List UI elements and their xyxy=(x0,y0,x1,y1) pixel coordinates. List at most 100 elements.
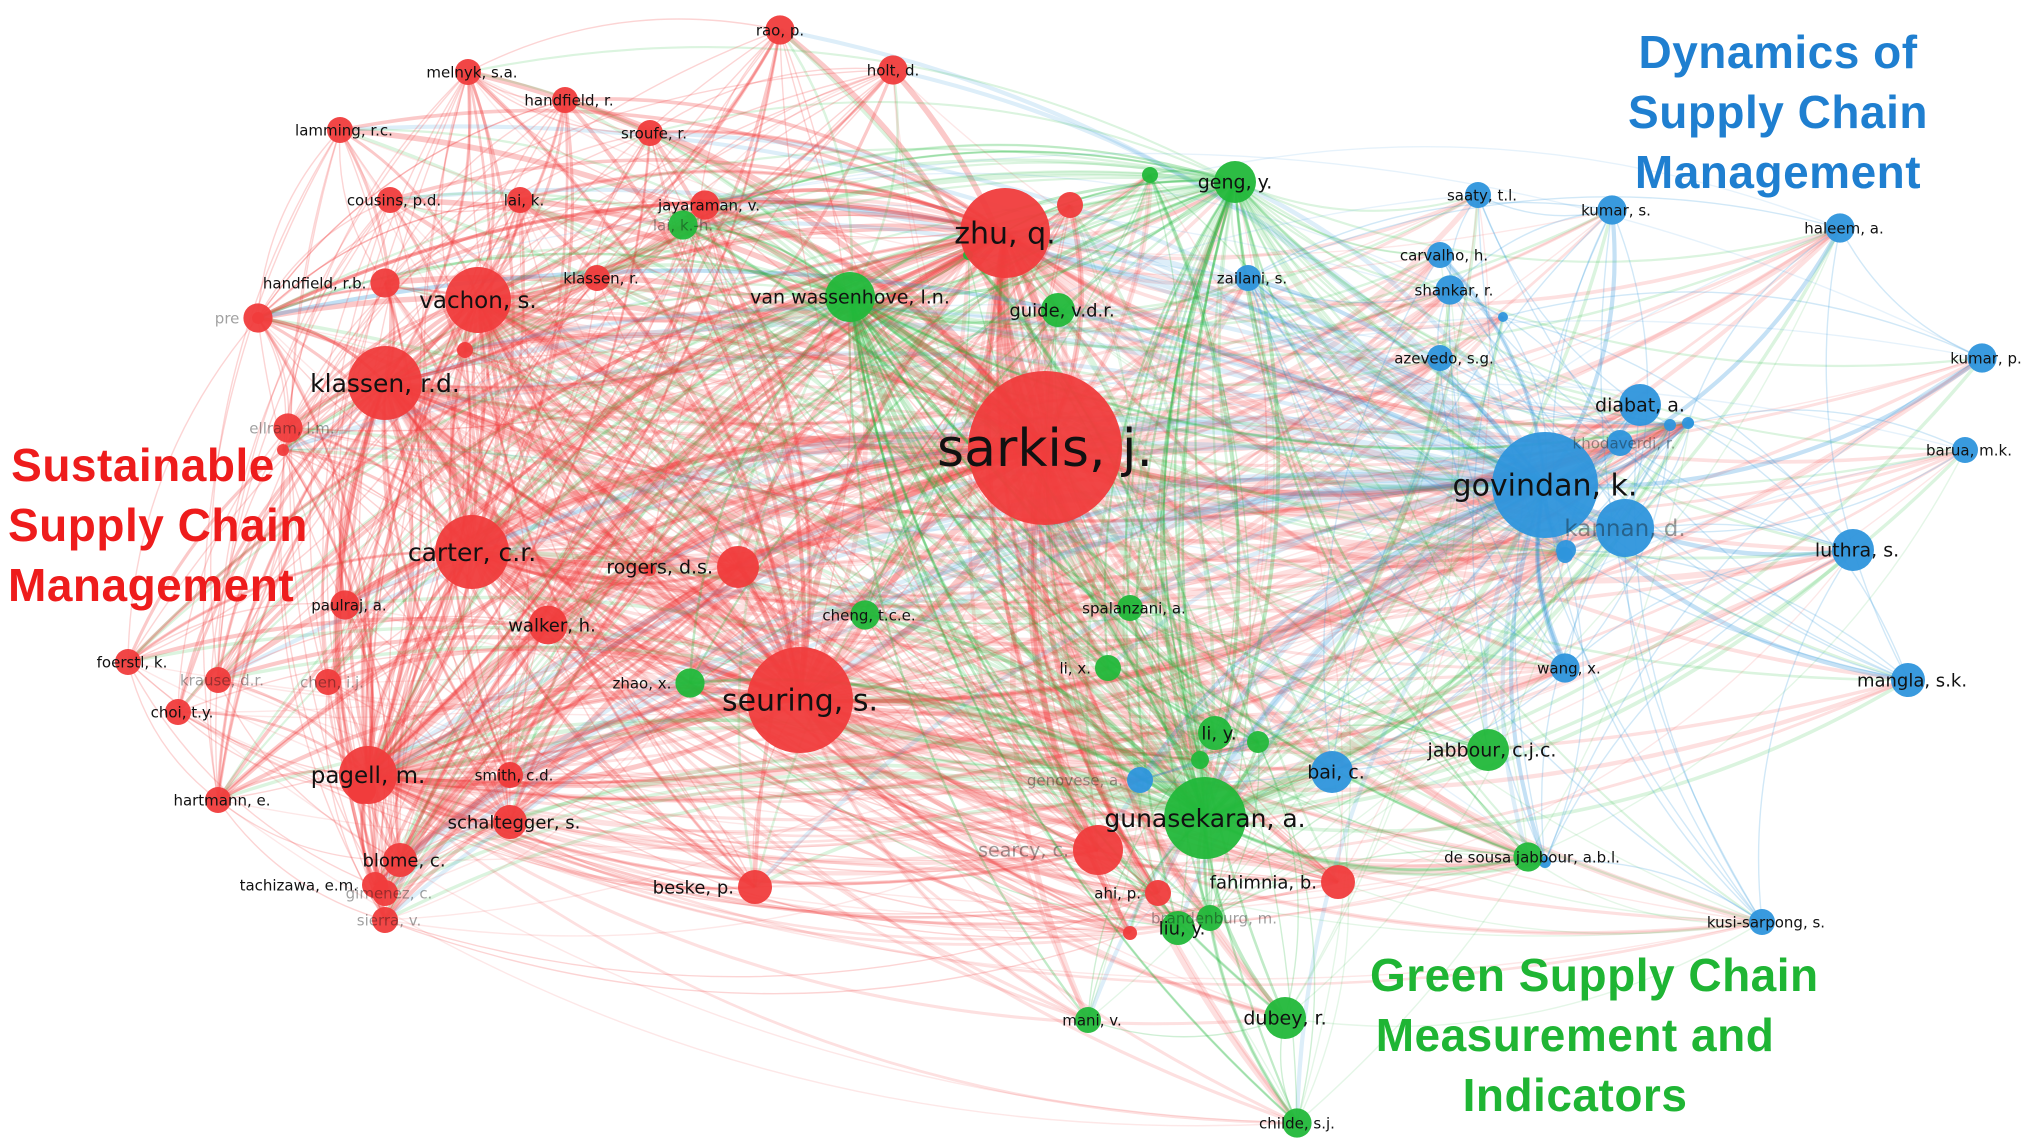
network-node[interactable] xyxy=(1832,529,1874,571)
network-node[interactable] xyxy=(1607,430,1633,456)
network-node[interactable] xyxy=(1311,751,1353,793)
network-node[interactable] xyxy=(1825,213,1855,243)
network-node[interactable] xyxy=(205,787,231,813)
network-node[interactable] xyxy=(1321,865,1355,899)
network-node[interactable] xyxy=(1619,384,1661,426)
network-node[interactable] xyxy=(1282,1108,1312,1138)
network-node[interactable] xyxy=(1041,293,1075,327)
network-node[interactable] xyxy=(1427,345,1453,371)
network-node[interactable] xyxy=(1145,880,1171,906)
network-node[interactable] xyxy=(273,413,303,443)
network-edge xyxy=(798,479,1546,703)
network-node[interactable] xyxy=(1686,419,1694,427)
network-node[interactable] xyxy=(878,55,908,85)
network-node[interactable] xyxy=(372,880,398,906)
network-node[interactable] xyxy=(1749,909,1775,935)
network-node[interactable] xyxy=(1164,777,1246,859)
network-node[interactable] xyxy=(277,444,289,456)
network-node[interactable] xyxy=(1142,167,1158,183)
network-node[interactable] xyxy=(690,190,720,220)
network-node[interactable] xyxy=(1891,663,1925,697)
node-label: carter, c.r. xyxy=(408,538,536,567)
network-node[interactable] xyxy=(1498,312,1508,322)
network-node[interactable] xyxy=(1235,265,1261,291)
network-node[interactable] xyxy=(1127,767,1153,793)
network-edge xyxy=(477,298,1569,670)
node-label: sarkis, j. xyxy=(937,419,1153,479)
network-node[interactable] xyxy=(738,870,772,904)
network-node[interactable] xyxy=(1191,751,1209,769)
network-node[interactable] xyxy=(1073,825,1123,875)
network-node[interactable] xyxy=(445,267,511,333)
network-node[interactable] xyxy=(668,210,698,240)
network-edge xyxy=(476,299,1131,935)
network-node[interactable] xyxy=(507,187,533,213)
network-edge xyxy=(384,203,702,385)
network-node[interactable] xyxy=(717,546,759,588)
network-edge xyxy=(367,441,1621,785)
network-node[interactable] xyxy=(1435,275,1465,305)
network-node[interactable] xyxy=(1467,729,1509,771)
network-node[interactable] xyxy=(370,268,400,298)
network-node[interactable] xyxy=(1556,540,1576,560)
network-node[interactable] xyxy=(457,342,473,358)
network-node[interactable] xyxy=(850,600,880,630)
network-node[interactable] xyxy=(765,15,795,45)
network-node[interactable] xyxy=(1597,195,1627,225)
network-node[interactable] xyxy=(644,564,656,576)
node-label: klassen, r. xyxy=(563,269,639,287)
network-node[interactable] xyxy=(455,59,481,85)
network-node[interactable] xyxy=(165,699,191,725)
network-node[interactable] xyxy=(825,272,875,322)
network-node[interactable] xyxy=(675,668,705,698)
network-edge xyxy=(509,204,1071,776)
network-edge xyxy=(367,482,1547,789)
network-edge xyxy=(367,209,1613,777)
network-node[interactable] xyxy=(1550,653,1580,683)
network-node[interactable] xyxy=(747,647,853,753)
network-node[interactable] xyxy=(1513,842,1543,872)
network-edge xyxy=(471,448,1966,642)
network-node[interactable] xyxy=(330,590,360,620)
network-node[interactable] xyxy=(493,805,527,839)
network-node[interactable] xyxy=(1197,905,1223,931)
network-node[interactable] xyxy=(1057,192,1083,218)
network-node[interactable] xyxy=(1967,343,1997,373)
network-edge xyxy=(360,298,480,776)
network-node[interactable] xyxy=(968,371,1122,525)
network-node[interactable] xyxy=(1427,242,1453,268)
network-node[interactable] xyxy=(1075,1007,1101,1033)
network-node[interactable] xyxy=(115,649,141,675)
network-node[interactable] xyxy=(960,188,1050,278)
network-node[interactable] xyxy=(339,746,397,804)
network-node[interactable] xyxy=(1492,432,1598,538)
network-node[interactable] xyxy=(1596,499,1654,557)
network-node[interactable] xyxy=(372,907,398,933)
network-node[interactable] xyxy=(584,265,610,291)
network-node[interactable] xyxy=(1264,997,1306,1039)
network-node[interactable] xyxy=(1095,655,1121,681)
network-node[interactable] xyxy=(1198,716,1232,750)
network-node[interactable] xyxy=(348,346,422,420)
network-node[interactable] xyxy=(1117,595,1143,621)
network-node[interactable] xyxy=(383,843,417,877)
network-node[interactable] xyxy=(1161,911,1195,945)
network-node[interactable] xyxy=(315,669,341,695)
network-node[interactable] xyxy=(327,117,353,143)
network-edge xyxy=(849,253,1441,333)
network-node[interactable] xyxy=(377,187,403,213)
network-node[interactable] xyxy=(1123,926,1137,940)
network-edge xyxy=(848,296,1100,852)
network-node[interactable] xyxy=(243,303,273,333)
network-node[interactable] xyxy=(1664,419,1676,431)
network-node[interactable] xyxy=(528,605,568,645)
network-node[interactable] xyxy=(1952,437,1978,463)
network-node[interactable] xyxy=(435,515,509,589)
network-node[interactable] xyxy=(1247,731,1269,753)
network-node[interactable] xyxy=(637,120,663,146)
network-node[interactable] xyxy=(497,762,523,788)
network-node[interactable] xyxy=(1465,182,1491,208)
network-node[interactable] xyxy=(1214,161,1256,203)
network-node[interactable] xyxy=(552,87,578,113)
network-node[interactable] xyxy=(205,667,231,693)
